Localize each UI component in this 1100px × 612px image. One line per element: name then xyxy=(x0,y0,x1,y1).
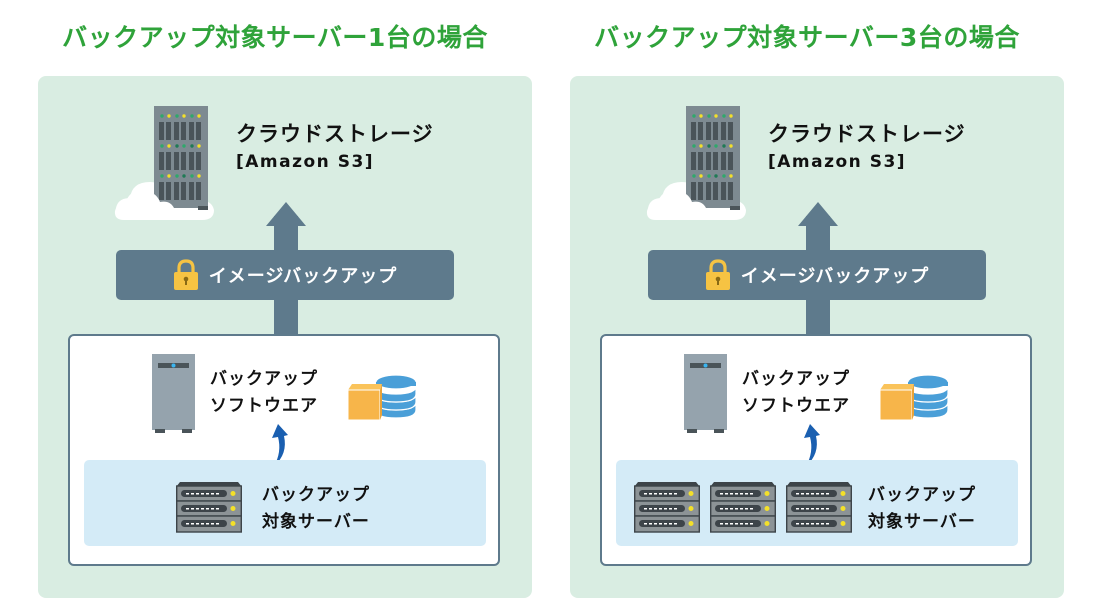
rack-server-icon xyxy=(710,482,776,533)
storage-subtitle: [Amazon S3] xyxy=(768,152,907,172)
target-server-area: バックアップ 対象サーバー xyxy=(616,460,1018,546)
curved-arrow-icon xyxy=(272,424,288,466)
image-backup-bar: イメージバックアップ xyxy=(116,250,454,300)
panel-heading: バックアップ対象サーバー3台の場合 xyxy=(594,23,1020,52)
panel-three-servers: バックアップ対象サーバー3台の場合 xyxy=(532,0,1082,612)
target-server-group xyxy=(634,482,852,534)
storage-server-icon xyxy=(686,106,740,210)
storage-server-icon xyxy=(154,106,208,210)
data-storage-icon xyxy=(347,374,417,421)
cloud-front-icon xyxy=(646,191,716,220)
rack-server-icon xyxy=(786,482,852,533)
storage-title: クラウドストレージ xyxy=(236,122,434,146)
target-server-label: バックアップ 対象サーバー xyxy=(262,485,370,532)
target-server-area: バックアップ 対象サーバー xyxy=(84,460,486,546)
storage-subtitle: [Amazon S3] xyxy=(236,152,375,172)
lock-icon xyxy=(705,259,731,291)
backup-software-server-icon xyxy=(152,354,195,433)
backup-environment-box: バックアップ ソフトウエア xyxy=(600,334,1032,566)
lock-icon xyxy=(173,259,199,291)
storage-title: クラウドストレージ xyxy=(768,122,966,146)
image-backup-label: イメージバックアップ xyxy=(740,266,930,287)
target-server-label: バックアップ 対象サーバー xyxy=(868,485,976,532)
diagram-card: クラウドストレージ [Amazon S3] イメージバックアップ xyxy=(38,76,532,598)
data-storage-icon xyxy=(879,374,949,421)
backup-environment-box: バックアップ ソフトウエア xyxy=(68,334,500,566)
image-backup-bar: イメージバックアップ xyxy=(648,250,986,300)
panel-heading: バックアップ対象サーバー1台の場合 xyxy=(62,23,488,52)
target-server-group xyxy=(176,482,242,534)
backup-software-server-icon xyxy=(684,354,727,433)
backup-software-label: バックアップ ソフトウエア xyxy=(742,369,850,416)
diagram-card: クラウドストレージ [Amazon S3] イメージバックアップ xyxy=(570,76,1064,598)
rack-server-icon xyxy=(634,482,700,533)
rack-server-icon xyxy=(176,482,242,533)
cloud-front-icon xyxy=(114,191,184,220)
panel-single-server: バックアップ対象サーバー1台の場合 xyxy=(38,23,532,598)
image-backup-label: イメージバックアップ xyxy=(208,266,398,287)
backup-software-label: バックアップ ソフトウエア xyxy=(210,369,318,416)
curved-arrow-icon xyxy=(804,424,820,466)
